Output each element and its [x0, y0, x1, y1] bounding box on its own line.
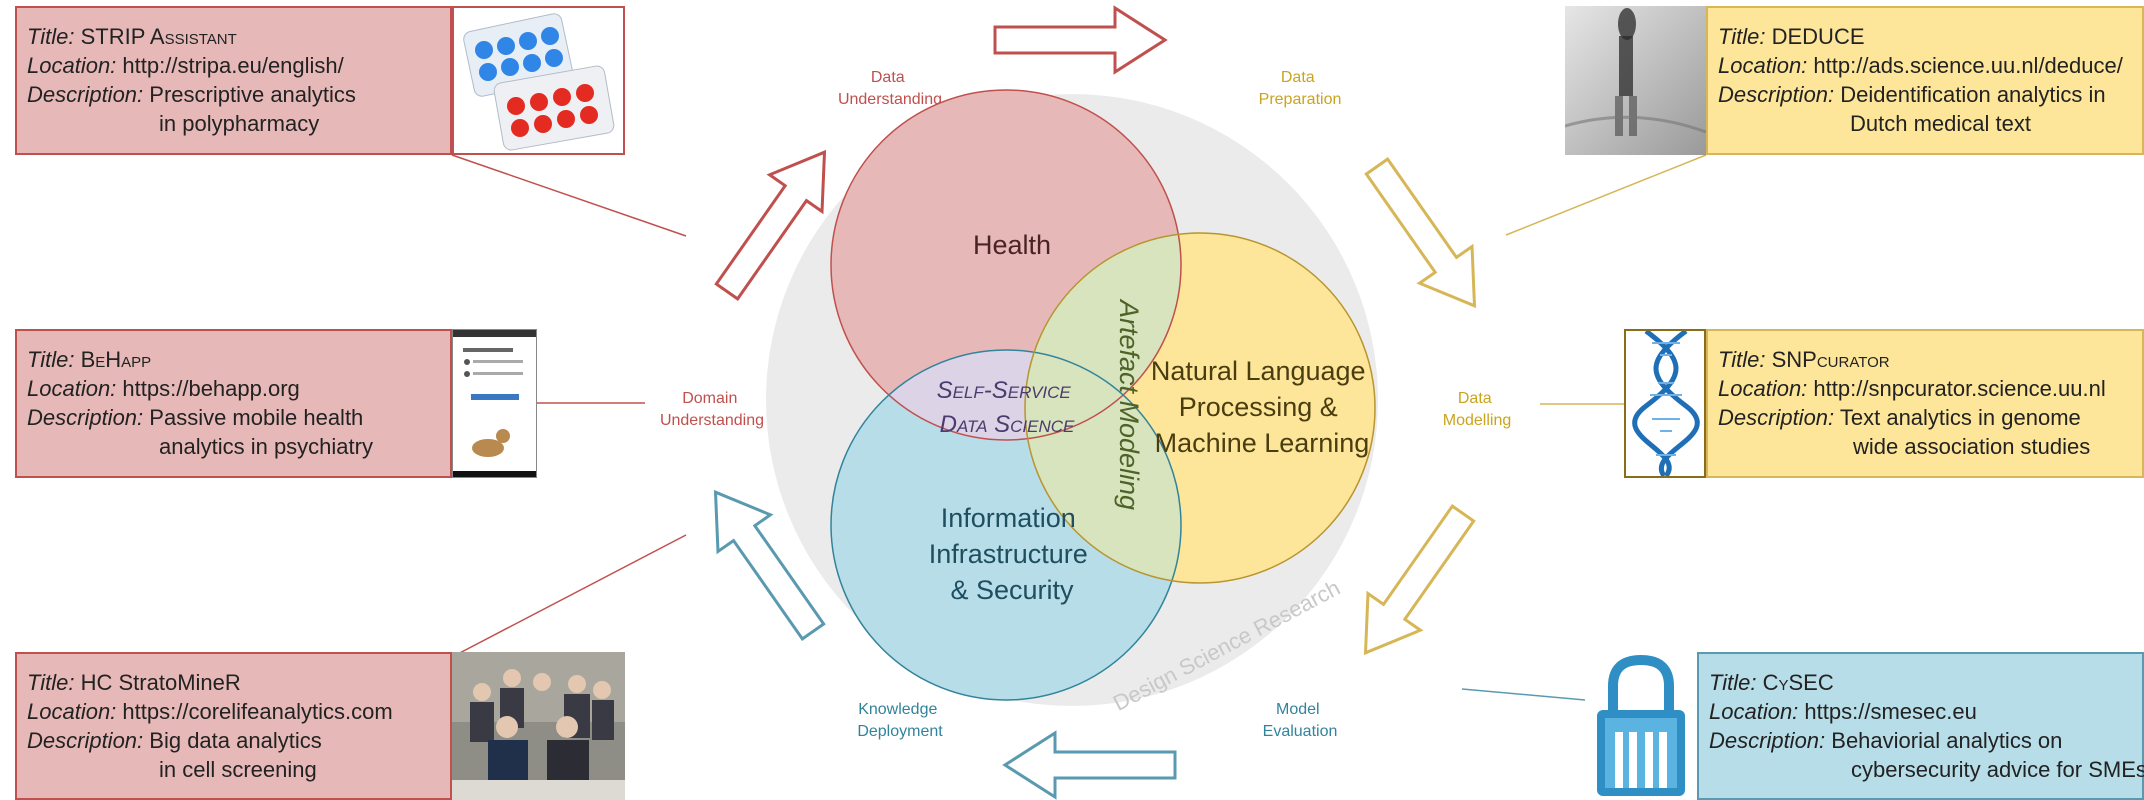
connector-stratominer — [451, 534, 687, 658]
venn-nlp-label: Natural Language Processing & Machine Le… — [1151, 356, 1373, 458]
project-title: STRIP Assistant — [80, 24, 237, 49]
phase-model-evaluation: Model Evaluation — [1263, 701, 1338, 740]
venn-health-label: Health — [973, 230, 1051, 260]
project-card-hc-stratominer: Title: HC StratoMineR Location: https://… — [15, 652, 452, 800]
project-title: CySEC — [1762, 670, 1834, 695]
team-photo — [452, 652, 625, 800]
phase-data-understanding: Data Understanding — [838, 69, 942, 108]
self-service-label: Self-Service Data Science — [937, 377, 1078, 438]
connector-cysec — [1461, 688, 1586, 701]
project-title: HC StratoMineR — [80, 670, 241, 695]
connector-strip — [451, 154, 687, 237]
project-location: http://snpcurator.science.uu.nl — [1813, 376, 2106, 401]
venn-overlap-health-nlp — [1025, 233, 1181, 440]
phase-domain-understanding: Domain Understanding — [660, 390, 764, 429]
pill-blister-image — [452, 6, 625, 155]
connector-deduce — [1505, 154, 1707, 236]
dna-helix-image — [1624, 329, 1706, 478]
venn-infrastructure-label: Information Infrastructure & Security — [929, 503, 1096, 605]
padlock-logo — [1585, 652, 1697, 800]
project-title: BeHapp — [80, 347, 152, 372]
connector-lines — [451, 154, 1707, 701]
arrow-deployment-to-domain — [713, 489, 826, 641]
phase-data-preparation: Data Preparation — [1259, 69, 1342, 108]
project-title: SNPcurator — [1771, 347, 1890, 372]
project-card-strip-assistant: Title: STRIP Assistant Location: http://… — [15, 6, 452, 155]
phone-app-screenshot — [452, 329, 537, 478]
project-title: DEDUCE — [1771, 24, 1865, 49]
phase-data-modelling: Data Modelling — [1443, 390, 1511, 429]
project-card-cysec: Title: CySEC Location: https://smesec.eu… — [1697, 652, 2144, 800]
project-card-snpcurator: Title: SNPcurator Location: http://snpcu… — [1706, 329, 2144, 478]
venn-overlap-infra-nlp — [1025, 350, 1181, 583]
project-location: http://stripa.eu/english/ — [122, 53, 344, 78]
arrow-modelling-to-evaluation — [1363, 504, 1476, 656]
blurred-figure-photo — [1565, 6, 1706, 155]
project-card-deduce: Title: DEDUCE Location: http://ads.scien… — [1706, 6, 2144, 155]
arrow-preparation-to-modelling — [1364, 157, 1477, 309]
arrow-evaluation-to-deployment — [1002, 730, 1177, 800]
project-location: http://ads.science.uu.nl/deduce/ — [1813, 53, 2123, 78]
project-location: https://smesec.eu — [1804, 699, 1977, 724]
phase-knowledge-deployment: Knowledge Deployment — [857, 701, 943, 740]
arrow-understanding-to-preparation — [993, 5, 1168, 75]
project-location: https://behapp.org — [122, 376, 300, 401]
project-card-behapp: Title: BeHapp Location: https://behapp.o… — [15, 329, 452, 478]
artefact-modeling-label: Artefact Modeling — [1114, 298, 1144, 510]
arrow-domain-to-understanding — [714, 149, 827, 301]
project-location: https://corelifeanalytics.com — [122, 699, 393, 724]
